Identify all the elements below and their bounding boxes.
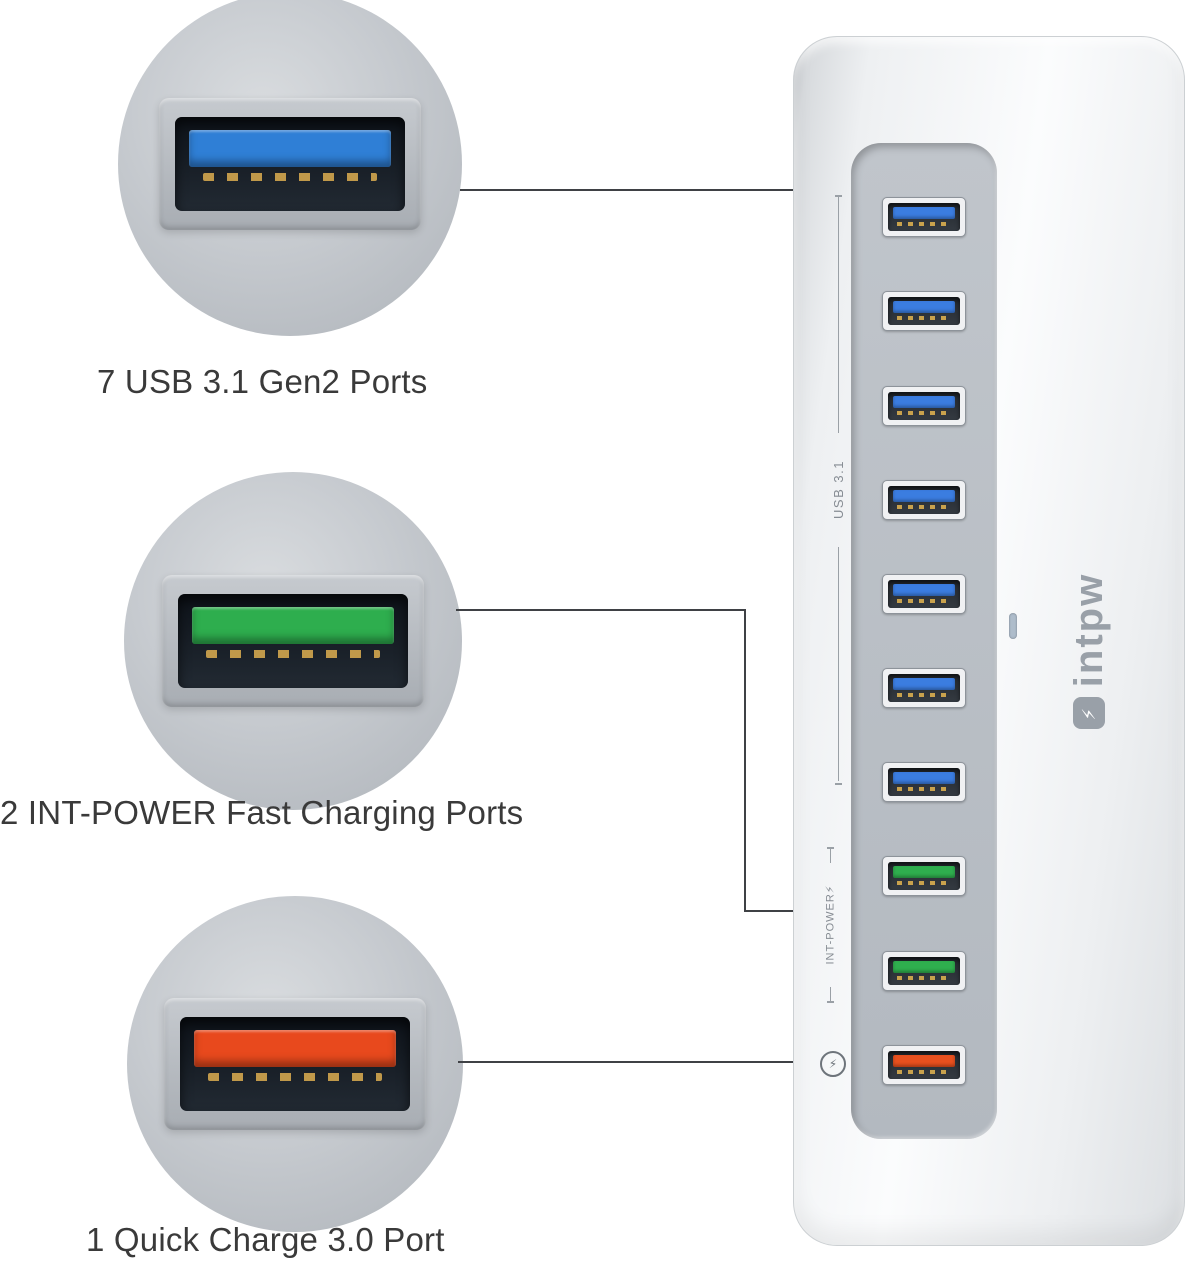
- device-port-int-power-1: [882, 856, 966, 897]
- connector-line-intpower-v: [744, 609, 746, 912]
- usb31-port-tongue: [189, 130, 391, 167]
- label-usb31-ports: 7 USB 3.1 Gen2 Ports: [97, 363, 428, 400]
- device-port-quick-charge: [882, 1044, 966, 1085]
- connector-line-intpower-h1: [456, 609, 746, 611]
- callout-circle-intpower: [124, 472, 462, 810]
- device-port-usb3.1-4: [882, 479, 966, 520]
- qc-port-opening: [180, 1017, 410, 1111]
- device-port-usb3.1-3: [882, 385, 966, 426]
- device-port-usb3.1-6: [882, 668, 966, 709]
- device-port-usb3.1-1: [882, 197, 966, 238]
- usb31-port-pins: [203, 173, 377, 181]
- power-led-indicator: [1009, 613, 1017, 639]
- usb31-port-faceplate: [159, 98, 421, 230]
- connector-line-quickcharge: [458, 1061, 858, 1063]
- lightning-icon: ⚡: [828, 1057, 838, 1071]
- brand-logo-icon: ⚡: [1073, 697, 1105, 730]
- callout-circle-usb31: [118, 0, 462, 336]
- brand-mark: ⚡ intpw: [1064, 551, 1114, 751]
- device-port-usb3.1-2: [882, 291, 966, 332]
- label-intpower-ports: 2 INT-POWER Fast Charging Ports: [0, 794, 524, 831]
- intpower-port-tongue: [192, 607, 394, 644]
- qc-port-faceplate: [164, 998, 426, 1130]
- label-quickcharge-port: 1 Quick Charge 3.0 Port: [86, 1221, 445, 1258]
- callout-circle-quickcharge: [127, 896, 463, 1232]
- intpower-group-label: INT-POWER⚡: [824, 883, 837, 965]
- device-port-list: [851, 143, 997, 1139]
- connector-line-usb31: [460, 189, 856, 191]
- intpower-port-faceplate: [162, 575, 424, 707]
- device-port-int-power-2: [882, 950, 966, 991]
- qc-port-pins: [208, 1073, 382, 1081]
- usb-group-bracket: USB 3.1: [830, 195, 846, 785]
- intpower-port-opening: [178, 594, 408, 688]
- quick-charge-badge-icon: ⚡: [820, 1051, 846, 1077]
- device-port-usb3.1-7: [882, 762, 966, 803]
- qc-port-tongue: [194, 1030, 396, 1067]
- usb31-port-opening: [175, 117, 405, 211]
- intpower-group-bracket: INT-POWER⚡: [824, 847, 838, 1003]
- usb-hub-device: USB 3.1 INT-POWER⚡ ⚡ ⚡ intpw: [793, 36, 1185, 1246]
- intpower-port-pins: [206, 650, 380, 658]
- device-port-usb3.1-5: [882, 573, 966, 614]
- usb-group-label: USB 3.1: [830, 459, 846, 519]
- brand-text: intpw: [1066, 572, 1111, 688]
